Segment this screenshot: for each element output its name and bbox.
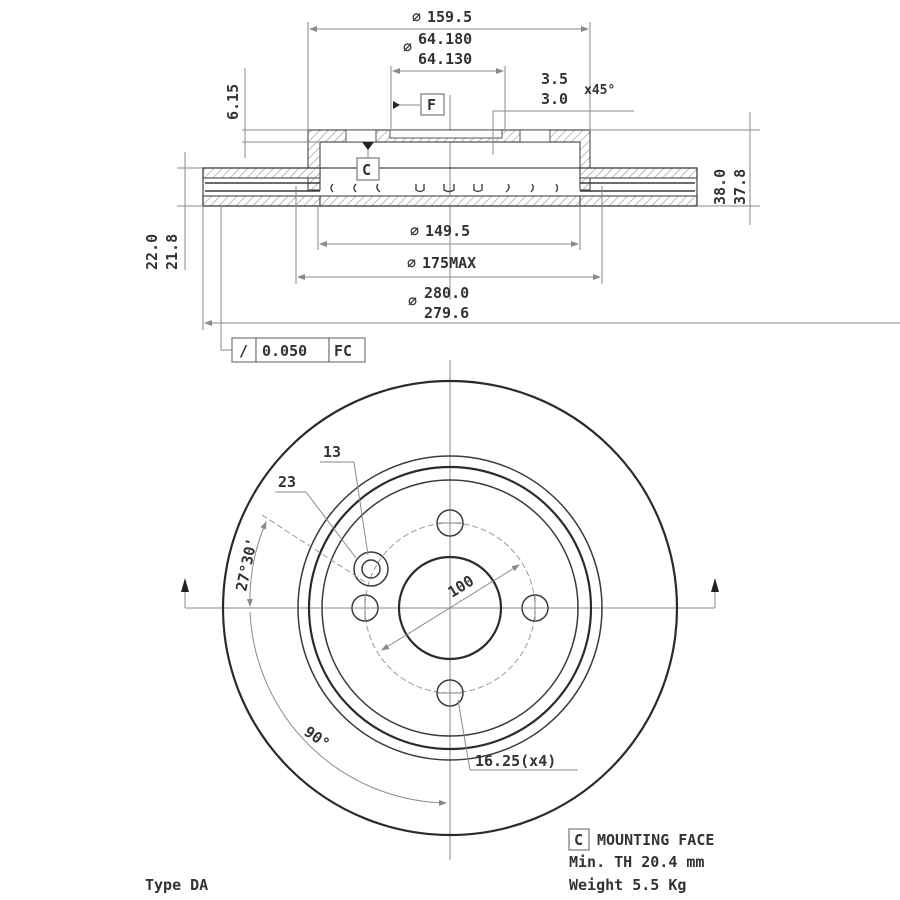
- angle-27-30: 27°30': [232, 536, 261, 593]
- diameter-symbol-159: ⌀: [412, 8, 421, 26]
- locating-hole-outer: [353, 551, 389, 587]
- dim-center-bore-max: 64.180: [418, 30, 472, 48]
- plan-view: 100 13 23 27°30' 90° 16.25(x4): [181, 360, 719, 860]
- mounting-face-label: MOUNTING FACE: [597, 831, 714, 849]
- mounting-face-box: [568, 828, 590, 851]
- type-label: Type DA: [145, 876, 208, 894]
- dim-hat-offset: 6.15: [224, 84, 242, 120]
- center-bore-section: [389, 129, 503, 139]
- dim-total-height-min: 37.8: [731, 169, 749, 205]
- hat-section: [307, 129, 591, 191]
- friction-plate-bottom-right: [579, 195, 698, 207]
- section-arrow-left-icon: [181, 578, 189, 592]
- dim-center-bore-min: 64.130: [418, 50, 472, 68]
- dim-chamfer-max: 3.5: [541, 70, 568, 88]
- min-thickness: Min. TH 20.4 mm: [569, 853, 704, 871]
- angle-90: 90°: [301, 723, 334, 753]
- friction-plate-bottom-left: [202, 195, 321, 207]
- bolt-hole-cut-left: [345, 129, 377, 143]
- notes: C MOUNTING FACE Min. TH 20.4 mm Weight 5…: [145, 828, 714, 894]
- datum-c-label: C: [362, 161, 371, 179]
- dim-outer-diameter-min: 279.6: [424, 304, 469, 322]
- dim-175-max: 175MAX: [422, 254, 476, 272]
- runout-datum: FC: [334, 342, 352, 360]
- dim-chamfer-min: 3.0: [541, 90, 568, 108]
- bolt-hole-cut-right: [519, 129, 551, 143]
- friction-inner-edge: [297, 455, 603, 761]
- runout-tolerance: 0.050: [262, 342, 307, 360]
- diameter-symbol-149: ⌀: [410, 222, 419, 240]
- friction-plate-top-left: [202, 167, 321, 179]
- dim-total-height-max: 38.0: [711, 169, 729, 205]
- friction-plate-top-right: [579, 167, 698, 179]
- runout-datum-box: [328, 337, 366, 363]
- datum-f-box: [420, 93, 445, 116]
- runout-tolerance-box: [255, 337, 330, 363]
- locating-hole-inner: [361, 559, 381, 579]
- hat-outer-edge: [307, 465, 593, 751]
- weight: Weight 5.5 Kg: [569, 876, 686, 894]
- diameter-symbol-280: ⌀: [408, 292, 417, 310]
- dim-outer-diameter-max: 280.0: [424, 284, 469, 302]
- dim-23: 23: [278, 473, 296, 491]
- dim-thickness-max: 22.0: [143, 234, 161, 270]
- dim-bolt-hole: 16.25(x4): [475, 752, 556, 770]
- section-arrow-right-icon: [711, 578, 719, 592]
- dim-inner-friction-diameter: 149.5: [425, 222, 470, 240]
- section-view: ⌀ 159.5 ⌀ 64.180 64.130 F C 3.5 3.0 x45°…: [143, 8, 900, 363]
- diameter-symbol-64: ⌀: [403, 38, 412, 56]
- dim-chamfer-angle: x45°: [584, 83, 615, 98]
- outer-disc-edge: [221, 379, 679, 837]
- datum-c-box: [356, 157, 380, 181]
- hat-inner-edge: [321, 479, 579, 737]
- friction-plate-bottom-center: [319, 195, 581, 207]
- dim-outer-hat-diameter: 159.5: [427, 8, 472, 26]
- dim-pcd: 100: [445, 572, 478, 602]
- dim-13: 13: [323, 443, 341, 461]
- runout-symbol: /: [239, 342, 248, 360]
- diameter-symbol-175: ⌀: [407, 254, 416, 272]
- mounting-face-box-label: C: [574, 831, 583, 849]
- cooling-vanes: [330, 183, 559, 193]
- dim-thickness-min: 21.8: [163, 234, 181, 270]
- datum-f-label: F: [427, 96, 436, 114]
